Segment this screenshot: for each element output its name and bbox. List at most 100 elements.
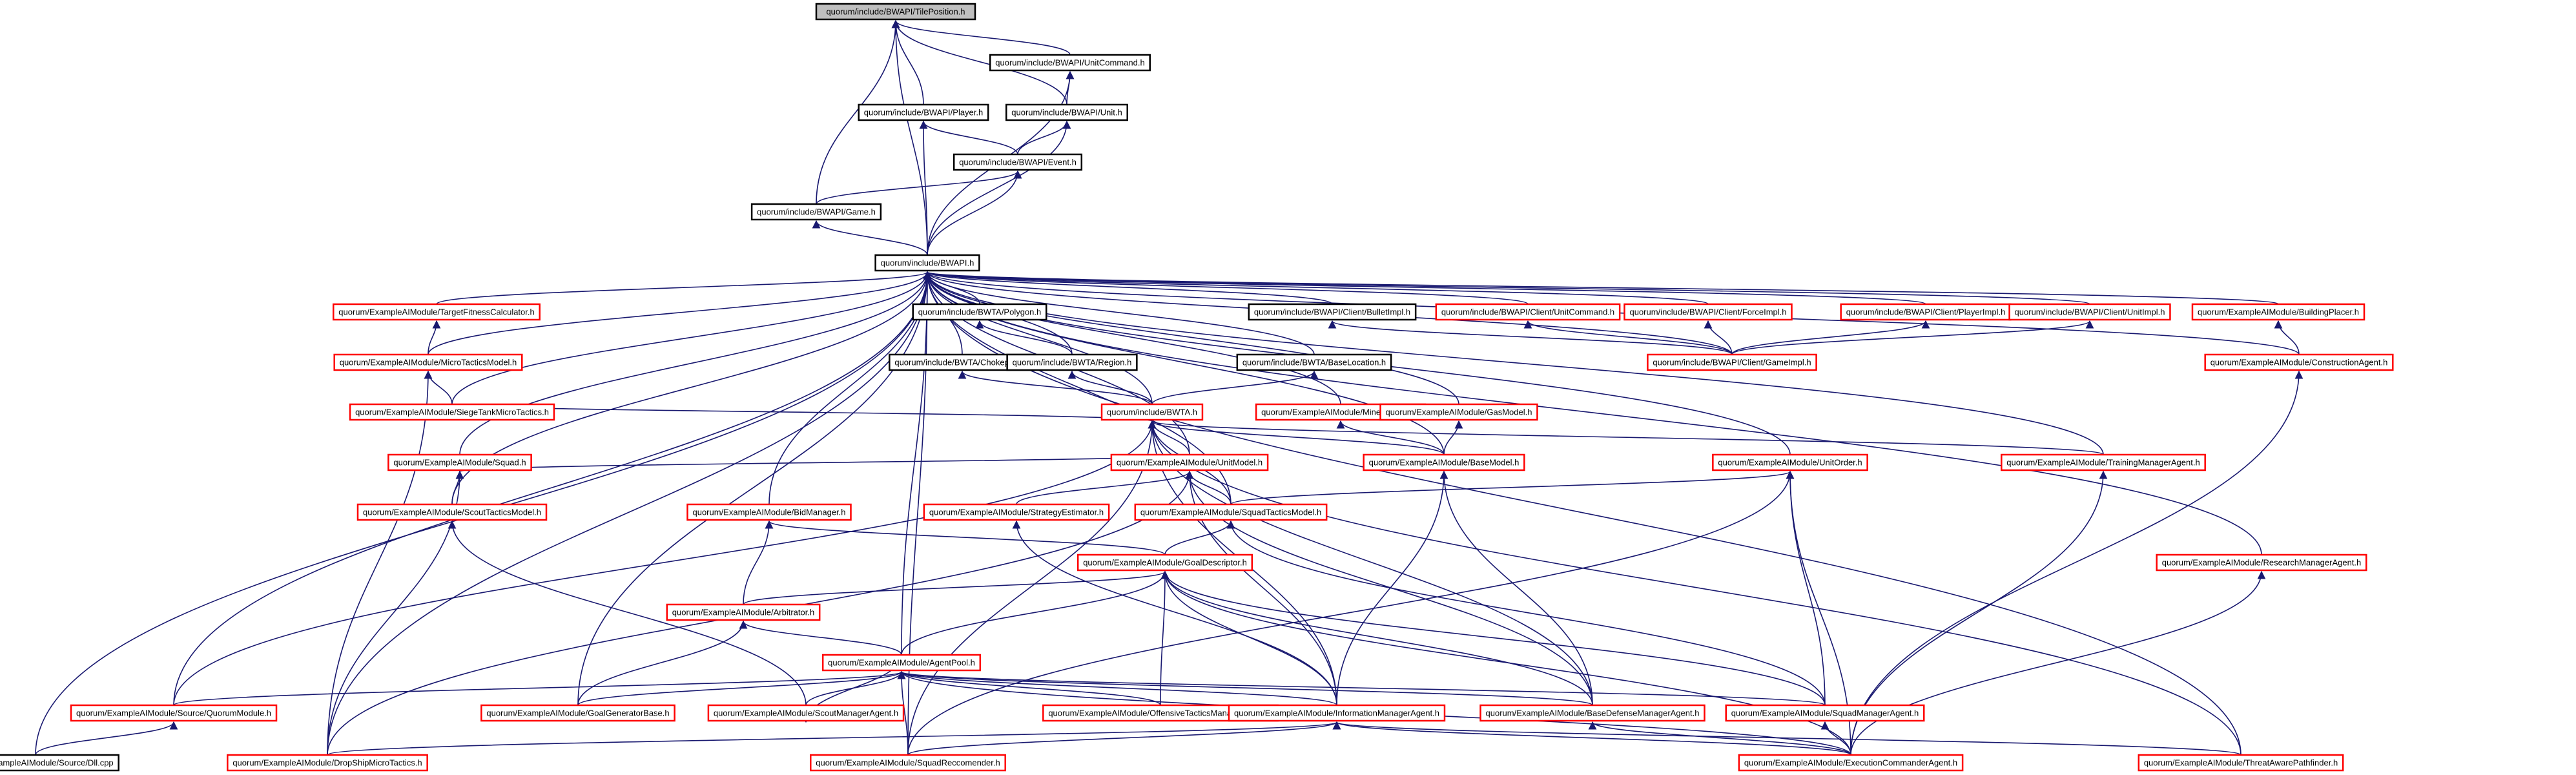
node-trainingmanager[interactable]: quorum/ExampleAIModule/TrainingManagerAg… xyxy=(2001,453,2206,471)
edge-siegetank-to-bwapi xyxy=(451,271,932,405)
node-box xyxy=(2156,553,2367,572)
node-box xyxy=(1623,303,1793,321)
edge-gasmodel-to-bwapi xyxy=(923,271,1459,405)
node-label: quorum/ExampleAIModule/BaseModel.h xyxy=(1369,458,1520,468)
node-box xyxy=(1134,503,1328,521)
edge-goalgenerator-to-agentpool xyxy=(577,670,906,706)
node-baselocation[interactable]: quorum/include/BWTA/BaseLocation.h xyxy=(1236,353,1392,371)
node-box xyxy=(1840,303,2012,321)
node-box xyxy=(2191,303,2365,321)
node-game[interactable]: quorum/include/BWAPI/Game.h xyxy=(750,203,882,221)
node-event[interactable]: quorum/include/BWAPI/Event.h xyxy=(953,153,1083,171)
node-quorummodule[interactable]: quorum/ExampleAIModule/Source/QuorumModu… xyxy=(70,704,278,722)
node-siegetank[interactable]: quorum/ExampleAIModule/SiegeTankMicroTac… xyxy=(349,403,555,421)
node-box xyxy=(989,54,1151,72)
node-bwapi[interactable]: quorum/include/BWAPI.h xyxy=(874,254,980,272)
edge-siegetank-to-bwta xyxy=(451,404,1156,422)
node-arbitrator[interactable]: quorum/ExampleAIModule/Arbitrator.h xyxy=(666,603,821,621)
node-agentpool[interactable]: quorum/ExampleAIModule/AgentPool.h xyxy=(821,654,982,672)
node-playerimpl[interactable]: quorum/include/BWAPI/Client/PlayerImpl.h xyxy=(1840,303,2012,321)
node-box xyxy=(858,103,989,121)
node-bulletimpl[interactable]: quorum/include/BWAPI/Client/BulletImpl.h xyxy=(1248,303,1417,321)
node-box xyxy=(2008,303,2171,321)
node-forceimpl[interactable]: quorum/include/BWAPI/Client/ForceImpl.h xyxy=(1623,303,1793,321)
edge-executioncommander-to-researchmanager xyxy=(1850,570,2266,756)
node-unit[interactable]: quorum/include/BWAPI/Unit.h xyxy=(1005,103,1128,121)
node-squad[interactable]: quorum/ExampleAIModule/Squad.h xyxy=(387,453,532,471)
node-constructionagent[interactable]: quorum/ExampleAIModule/ConstructionAgent… xyxy=(2204,353,2394,371)
edge-trainingmanager-to-bwta xyxy=(1148,420,2104,455)
edge-microtactics-to-bwapi xyxy=(428,271,932,355)
node-label: quorum/ExampleAIModule/SiegeTankMicroTac… xyxy=(355,408,549,417)
node-squadmanager[interactable]: quorum/ExampleAIModule/SquadManagerAgent… xyxy=(1725,704,1925,722)
node-basemodel[interactable]: quorum/ExampleAIModule/BaseModel.h xyxy=(1363,453,1525,471)
edge-executioncommander-to-goaldescriptor xyxy=(1160,570,1851,756)
edge-squadmanager-to-unitorder xyxy=(1786,470,1826,706)
node-gameimpl[interactable]: quorum/include/BWAPI/Client/GameImpl.h xyxy=(1647,353,1817,371)
edge-offensivetactics-to-goaldescriptor xyxy=(1160,570,1170,706)
node-box xyxy=(0,754,119,772)
node-buildingplacer[interactable]: quorum/ExampleAIModule/BuildingPlacer.h xyxy=(2191,303,2365,321)
node-label: quorum/ExampleAIModule/MicroTacticsModel… xyxy=(340,358,517,367)
edge-squadmanager-to-goaldescriptor xyxy=(1160,570,1826,706)
edge-bwta-to-region xyxy=(1067,370,1153,405)
edge-threataware-to-infomanager xyxy=(1333,721,2241,756)
node-player[interactable]: quorum/include/BWAPI/Player.h xyxy=(858,103,989,121)
edge-executioncommander-to-constructionagent xyxy=(1850,370,2303,756)
node-label: quorum/ExampleAIModule/UnitOrder.h xyxy=(1718,458,1862,468)
edge-squad-to-bwapi xyxy=(459,271,932,455)
edge-goalgenerator-to-bwapi xyxy=(577,271,932,706)
node-box xyxy=(1379,403,1538,421)
node-strategyestimator[interactable]: quorum/ExampleAIModule/StrategyEstimator… xyxy=(923,503,1110,521)
node-unitimpl[interactable]: quorum/include/BWAPI/Client/UnitImpl.h xyxy=(2008,303,2171,321)
edge-gameimpl-to-bulletimpl xyxy=(1328,320,1733,355)
node-goaldescriptor[interactable]: quorum/ExampleAIModule/GoalDescriptor.h xyxy=(1077,553,1253,572)
node-infomanager[interactable]: quorum/ExampleAIModule/InformationManage… xyxy=(1228,704,1446,722)
node-scoutmanager[interactable]: quorum/ExampleAIModule/ScoutManagerAgent… xyxy=(707,704,905,722)
node-bidmanager[interactable]: quorum/ExampleAIModule/BidManager.h xyxy=(686,503,852,521)
node-threataware[interactable]: quorum/ExampleAIModule/ThreatAwarePathfi… xyxy=(2138,754,2344,772)
node-label: quorum/ExampleAIModule/Arbitrator.h xyxy=(672,608,814,617)
node-researchmanager[interactable]: quorum/ExampleAIModule/ResearchManagerAg… xyxy=(2156,553,2367,572)
edge-basemodel-to-mineralmodel xyxy=(1336,420,1445,455)
edge-squadtactics-to-unitorder xyxy=(1230,470,1794,505)
node-clientunitcommand[interactable]: quorum/include/BWAPI/Client/UnitCommand.… xyxy=(1435,303,1621,321)
node-squadtactics[interactable]: quorum/ExampleAIModule/SquadTacticsModel… xyxy=(1134,503,1328,521)
node-box xyxy=(750,203,882,221)
edge-squadreccomender-to-unitorder xyxy=(907,470,1795,756)
node-scouttactics[interactable]: quorum/ExampleAIModule/ScoutTacticsModel… xyxy=(356,503,548,521)
node-label: quorum/ExampleAIModule/TrainingManagerAg… xyxy=(2006,458,2200,468)
edge-basemodel-to-gasmodel xyxy=(1443,420,1463,455)
edge-buildingplacer-to-bwapi xyxy=(923,271,2279,305)
node-goalgenerator[interactable]: quorum/ExampleAIModule/GoalGeneratorBase… xyxy=(480,704,675,722)
edge-strategyestimator-to-unitmodel xyxy=(1016,470,1194,505)
node-box xyxy=(1005,103,1128,121)
node-unitorder[interactable]: quorum/ExampleAIModule/UnitOrder.h xyxy=(1712,453,1868,471)
node-region[interactable]: quorum/include/BWTA/Region.h xyxy=(1006,353,1138,371)
node-tileposition[interactable]: quorum/include/BWAPI/TilePosition.h xyxy=(815,3,976,21)
node-box xyxy=(349,403,555,421)
node-unitmodel[interactable]: quorum/ExampleAIModule/UnitModel.h xyxy=(1110,453,1269,471)
node-unitcommand[interactable]: quorum/include/BWAPI/UnitCommand.h xyxy=(989,54,1151,72)
node-dllcpp[interactable]: quorum/ExampleAIModule/Source/Dll.cpp xyxy=(0,754,119,772)
node-dropship[interactable]: quorum/ExampleAIModule/DropShipMicroTact… xyxy=(227,754,428,772)
node-label: quorum/include/BWAPI/Event.h xyxy=(959,158,1077,167)
node-executioncommander[interactable]: quorum/ExampleAIModule/ExecutionCommande… xyxy=(1738,754,1964,772)
node-box xyxy=(874,254,980,272)
edge-siegetank-to-microtactics xyxy=(424,370,453,405)
node-squadreccomender[interactable]: quorum/ExampleAIModule/SquadReccomender.… xyxy=(810,754,1006,772)
node-label: quorum/ExampleAIModule/AgentPool.h xyxy=(828,658,975,668)
node-targetfitness[interactable]: quorum/ExampleAIModule/TargetFitnessCalc… xyxy=(333,303,541,321)
node-polygon[interactable]: quorum/include/BWTA/Polygon.h xyxy=(912,303,1047,321)
node-gasmodel[interactable]: quorum/ExampleAIModule/GasModel.h xyxy=(1379,403,1538,421)
node-box xyxy=(227,754,428,772)
node-basedefense[interactable]: quorum/ExampleAIModule/BaseDefenseManage… xyxy=(1479,704,1705,722)
edge-squadmanager-to-agentpool xyxy=(898,670,1826,706)
node-box xyxy=(810,754,1006,772)
node-label: quorum/ExampleAIModule/GoalDescriptor.h xyxy=(1083,558,1247,568)
node-microtactics[interactable]: quorum/ExampleAIModule/MicroTacticsModel… xyxy=(333,353,523,371)
edge-basedefense-to-basemodel xyxy=(1439,470,1593,706)
node-box xyxy=(1236,353,1392,371)
node-bwta[interactable]: quorum/include/BWTA.h xyxy=(1100,403,1204,421)
node-label: quorum/ExampleAIModule/BuildingPlacer.h xyxy=(2198,307,2359,317)
